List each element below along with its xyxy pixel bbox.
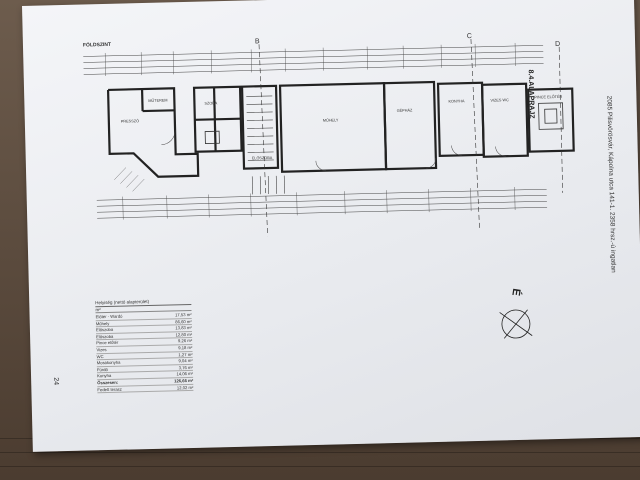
floor-plan-drawing	[83, 39, 575, 339]
sheet-title: 8.4.ALAPRAJZ	[526, 69, 535, 119]
room-label: PINCE ELŐTÉR	[534, 94, 563, 100]
room-label: MŰHELY	[322, 118, 339, 123]
room-label: GÉPHÁZ	[396, 108, 413, 113]
room-label: KONYHA	[448, 99, 465, 104]
plan-label: FÖLDSZINT	[82, 41, 112, 49]
paper-sheet: FÖLDSZINT B C D PRESSZÓ MŰTEREM MŰHELY G…	[22, 0, 640, 452]
axis-label-c: C	[466, 33, 473, 41]
north-label: É	[509, 287, 523, 297]
north-arrow-icon	[499, 309, 533, 339]
page-number: 24	[52, 377, 60, 386]
room-label: PRESSZÓ	[120, 119, 140, 124]
area-table: Helyiség (nettó alapterület) m² Előtér -…	[95, 297, 194, 394]
room-label: VIZES WC	[490, 98, 509, 103]
room-label: ELŐSZOBA	[251, 155, 273, 161]
room-label: SZOBA	[204, 101, 218, 106]
room-label: MŰTEREM	[148, 98, 168, 103]
axis-label-d: D	[555, 40, 561, 48]
axis-label-b: B	[254, 38, 260, 46]
